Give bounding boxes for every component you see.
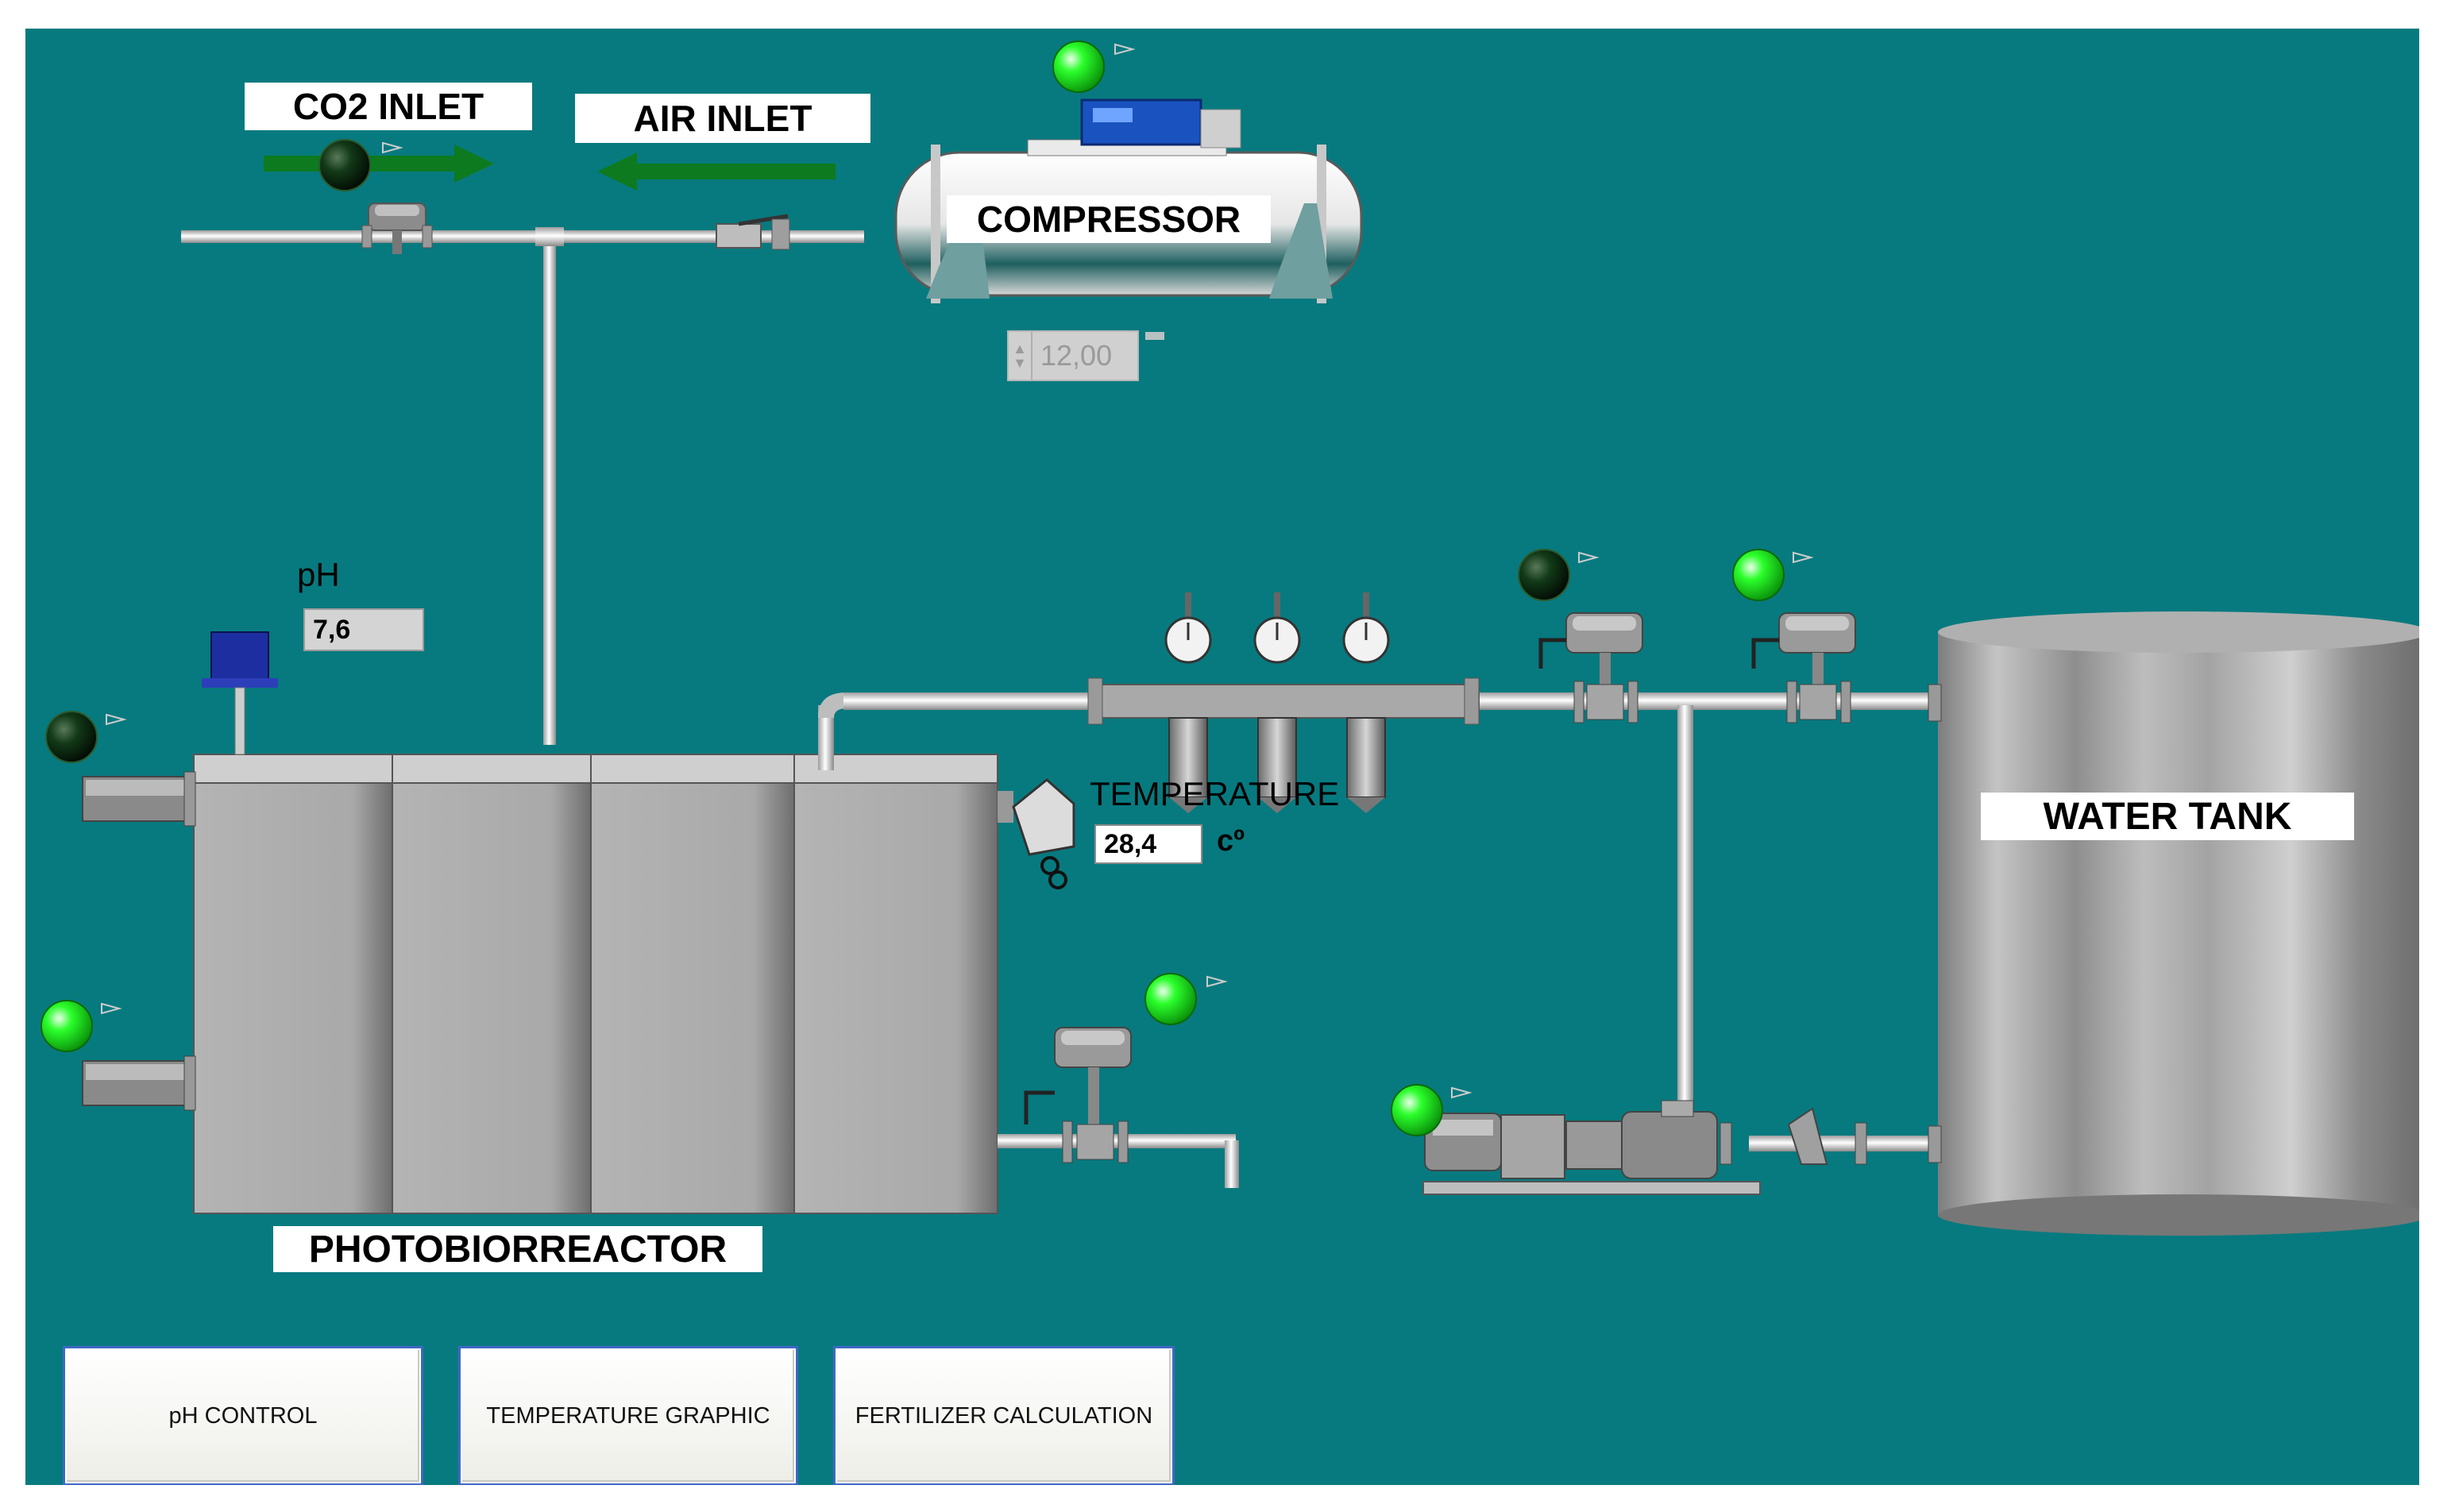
air-inlet-valve[interactable] <box>716 214 790 250</box>
reactor-upper-outlet[interactable] <box>82 771 196 827</box>
process-diagram <box>41 40 2419 1236</box>
indicator-compressor <box>1052 40 1136 93</box>
pressure-unit-tab <box>1145 332 1164 340</box>
temperature-value-field: 28,4 <box>1094 824 1202 864</box>
photobioreactor[interactable] <box>193 754 998 1214</box>
filter-unit-2 <box>1253 592 1301 813</box>
indicator-reactor-upper <box>45 711 127 763</box>
photobioreactor-label: PHOTOBIORREACTOR <box>273 1226 762 1272</box>
gas-header-pipe <box>181 230 864 243</box>
tank-line-valve-2[interactable] <box>1751 612 1856 723</box>
pump-suction-pipe <box>1719 1107 1939 1165</box>
water-tank-label: WATER TANK <box>1981 793 2354 840</box>
temperature-graphic-button[interactable]: TEMPERATURE GRAPHIC <box>461 1348 796 1483</box>
reactor-drain-valve[interactable] <box>1024 1027 1132 1163</box>
pressure-value: 12,00 <box>1040 339 1113 372</box>
filter-unit-1 <box>1164 592 1212 813</box>
pump[interactable] <box>1422 1100 1761 1195</box>
co2-inlet-valve[interactable] <box>361 202 433 254</box>
pressure-spinner[interactable]: ▲▼ 12,00 <box>1007 330 1139 381</box>
compressor-label: COMPRESSOR <box>947 195 1271 243</box>
indicator-drain-valve <box>1144 973 1228 1025</box>
scada-panel: CO2 INLET AIR INLET COMPRESSOR ▲▼ 12,00 … <box>25 29 2419 1485</box>
filter-unit-3 <box>1342 592 1390 813</box>
co2-flow-arrow <box>264 145 494 183</box>
spinner-arrows-icon[interactable]: ▲▼ <box>1009 332 1032 380</box>
air-inlet-label: AIR INLET <box>575 94 870 143</box>
main-process-pipe <box>818 677 1939 770</box>
reactor-drain-line <box>998 1134 1239 1188</box>
indicator-tank-valve-2 <box>1732 549 1814 601</box>
indicator-pump <box>1391 1084 1472 1136</box>
pump-return-pipe <box>1677 705 1693 1134</box>
ph-label: pH <box>297 556 340 593</box>
co2-inlet-label: CO2 INLET <box>245 83 532 130</box>
air-flow-arrow <box>597 152 836 191</box>
fertilizer-calculation-button[interactable]: FERTILIZER CALCULATION <box>836 1348 1172 1483</box>
temperature-sensor <box>998 778 1075 889</box>
temperature-unit-label: cº <box>1217 824 1245 858</box>
reactor-lower-outlet[interactable] <box>82 1055 196 1111</box>
tank-line-valve-1[interactable] <box>1538 612 1643 723</box>
ph-probe <box>202 631 278 755</box>
indicator-tank-valve-1 <box>1518 549 1600 601</box>
gas-drop-pipe <box>543 237 556 745</box>
indicator-co2-inlet <box>318 139 403 191</box>
ph-value-field: 7,6 <box>303 608 424 651</box>
water-tank[interactable] <box>1928 611 2419 1236</box>
indicator-reactor-lower <box>41 1000 122 1052</box>
temperature-label: TEMPERATURE <box>1090 775 1340 812</box>
ph-control-button[interactable]: pH CONTROL <box>65 1348 421 1483</box>
